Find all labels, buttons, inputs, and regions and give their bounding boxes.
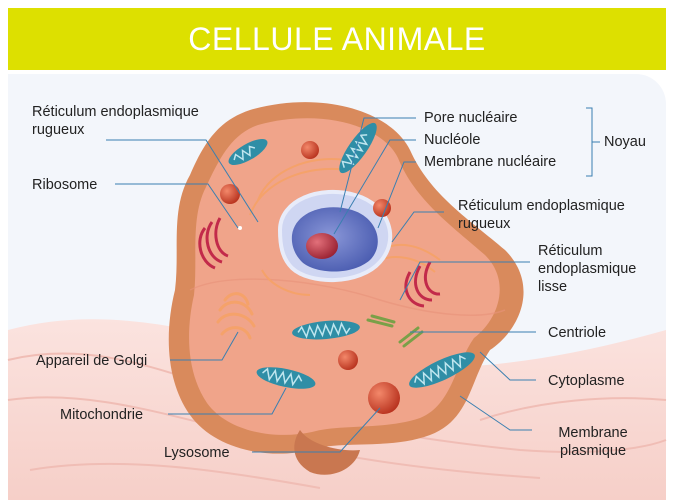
label-reticulum-lisse: Réticulum endoplasmique lisse — [538, 242, 660, 296]
label-pore-nucleaire: Pore nucléaire — [424, 109, 518, 127]
label-mitochondrie: Mitochondrie — [60, 406, 143, 424]
label-membrane-plasmique: Membrane plasmique — [548, 424, 638, 460]
label-lysosome: Lysosome — [164, 444, 230, 462]
label-centriole: Centriole — [548, 324, 606, 342]
label-noyau: Noyau — [604, 133, 646, 151]
label-rough-er-left: Réticulum endoplasmique rugueux — [32, 103, 232, 139]
nucleolus-shape — [306, 233, 338, 259]
label-nucleole: Nucléole — [424, 131, 480, 149]
label-ribosome: Ribosome — [32, 176, 97, 194]
label-membrane-nucleaire: Membrane nucléaire — [424, 153, 556, 171]
label-rough-er-right: Réticulum endoplasmique rugueux — [458, 197, 664, 233]
label-cytoplasme: Cytoplasme — [548, 372, 625, 390]
label-golgi: Appareil de Golgi — [36, 352, 147, 370]
